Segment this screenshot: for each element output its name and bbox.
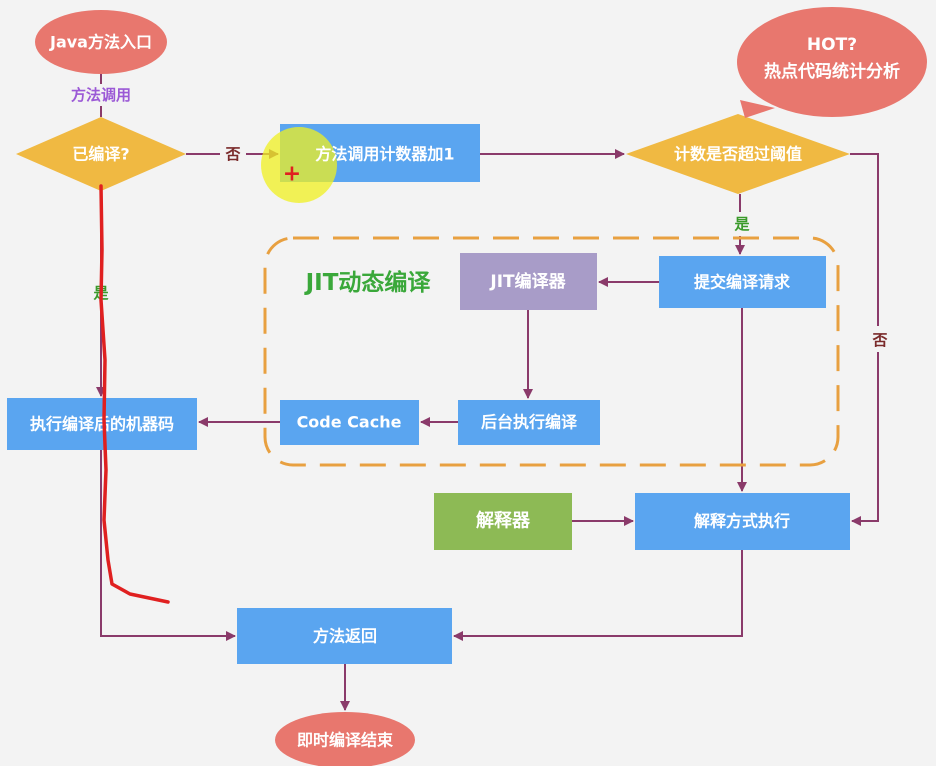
node-interpreter[interactable]: 解释器	[434, 493, 572, 550]
svg-text:后台执行编译: 后台执行编译	[481, 413, 578, 432]
svg-text:解释方式执行: 解释方式执行	[694, 512, 790, 531]
node-counter-increment[interactable]: 方法调用计数器加1	[315, 145, 454, 164]
svg-text:计数是否超过阈值: 计数是否超过阈值	[674, 145, 802, 164]
label-not-over-threshold: 否	[871, 331, 887, 349]
label-not-compiled: 否	[224, 145, 240, 163]
svg-text:已编译?: 已编译?	[72, 145, 129, 164]
node-start[interactable]: Java方法入口	[35, 10, 167, 74]
cursor-crosshair-icon: +	[283, 162, 301, 187]
node-jit-compiler[interactable]: JIT编译器	[460, 253, 597, 310]
svg-text:即时编译结束: 即时编译结束	[297, 731, 394, 750]
cursor-highlight	[261, 127, 337, 203]
svg-text:执行编译后的机器码: 执行编译后的机器码	[30, 415, 174, 434]
svg-text:Java方法入口: Java方法入口	[49, 33, 152, 52]
svg-text:JIT编译器: JIT编译器	[489, 271, 566, 292]
node-method-return[interactable]: 方法返回	[237, 608, 452, 664]
svg-text:方法调用计数器加1: 方法调用计数器加1	[315, 145, 454, 164]
label-method-call: 方法调用	[71, 86, 131, 104]
svg-text:提交编译请求: 提交编译请求	[694, 273, 791, 292]
svg-text:方法返回: 方法返回	[313, 627, 377, 646]
svg-text:解释器: 解释器	[476, 510, 531, 532]
jit-title: JIT动态编译	[304, 269, 432, 296]
edges	[96, 74, 879, 711]
node-interpret-execute[interactable]: 解释方式执行	[635, 493, 850, 550]
svg-text:HOT?: HOT?	[807, 35, 857, 55]
edge-execute-to-return	[453, 550, 743, 641]
svg-text:热点代码统计分析: 热点代码统计分析	[764, 61, 900, 82]
node-end[interactable]: 即时编译结束	[275, 712, 415, 766]
node-background-compile[interactable]: 后台执行编译	[458, 400, 600, 445]
node-code-cache[interactable]: Code Cache	[280, 400, 419, 445]
edge-threshold-no-b	[851, 352, 879, 526]
red-annotation-stroke	[99, 184, 170, 604]
edge-threshold-no-a	[850, 153, 879, 326]
node-run-machine-code[interactable]: 执行编译后的机器码	[7, 398, 197, 450]
node-threshold-check[interactable]: 计数是否超过阈值	[626, 114, 850, 194]
svg-text:Code Cache: Code Cache	[297, 413, 402, 432]
node-submit-request[interactable]: 提交编译请求	[659, 256, 826, 308]
label-over-threshold: 是	[733, 215, 750, 233]
hot-callout-bubble: HOT? 热点代码统计分析	[737, 7, 927, 118]
node-compiled-check[interactable]: 已编译?	[16, 117, 186, 191]
jit-boundary	[263, 236, 840, 467]
edge-run-to-return	[100, 450, 236, 641]
